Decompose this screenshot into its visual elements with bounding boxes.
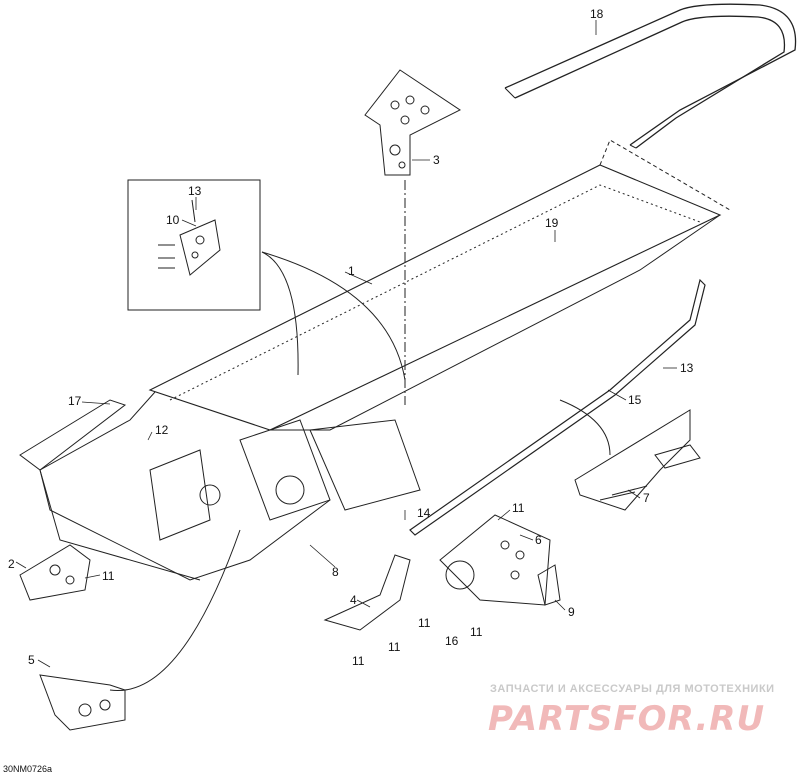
callout-10: 10 [166,213,180,227]
part-15-rail [409,278,706,536]
leader-arrow-7 [559,399,611,456]
leader-arrow-5 [109,529,241,692]
reference-code: 30NM0726a [3,764,52,774]
watermark-tagline: ЗАПЧАСТИ И АКСЕССУАРЫ ДЛЯ МОТОТЕХНИКИ [490,683,775,695]
callout-1: 1 [348,264,355,278]
callout-2: 2 [8,557,15,571]
callout-9: 9 [568,605,575,619]
watermark: ЗАПЧАСТИ И АКСЕССУАРЫ ДЛЯ МОТОТЕХНИКИ PA… [488,683,775,739]
callout-4: 4 [350,593,357,607]
callout-11-top: 11 [512,501,525,515]
watermark-brand: PARTSFOR.RU [488,699,765,739]
part-7-rear-plate [574,409,701,511]
callout-19: 19 [545,216,559,230]
callout-5: 5 [28,653,35,667]
callout-8: 8 [332,565,339,579]
leader-arrow-left [261,251,299,376]
callout-3: 3 [433,153,440,167]
callout-11-right: 11 [470,625,483,639]
part-2-bracket [19,544,91,601]
part-9-bracket [537,564,561,606]
callout-15: 15 [628,393,642,407]
part-18-rear-bumper [504,3,797,149]
callout-6: 6 [535,533,542,547]
callout-11-bottom-b: 11 [352,654,365,668]
part-17-bracket [19,399,127,471]
callout-17: 17 [68,394,82,408]
callout-leaders [15,20,677,668]
part-3-bracket [364,69,461,176]
callout-16: 16 [445,634,459,648]
callout-11-mid: 11 [418,616,431,630]
callout-18: 18 [590,7,604,21]
detail-inset-box [127,179,261,311]
callout-7: 7 [643,491,650,505]
callout-13: 13 [680,361,694,375]
callout-labels: 18 3 13 10 19 1 13 15 17 12 7 14 11 6 2 … [8,7,694,668]
callout-14: 14 [417,506,431,520]
callout-11-left: 11 [102,569,115,583]
part-4-bracket [323,554,411,631]
part-6-plate [439,514,551,606]
part-5-bracket [39,674,126,731]
part-1-tunnel [39,139,731,581]
callout-12: 12 [155,423,169,437]
leader-arrow-right [261,251,406,381]
callout-13-inset: 13 [188,184,202,198]
callout-11-bottom-a: 11 [388,640,401,654]
